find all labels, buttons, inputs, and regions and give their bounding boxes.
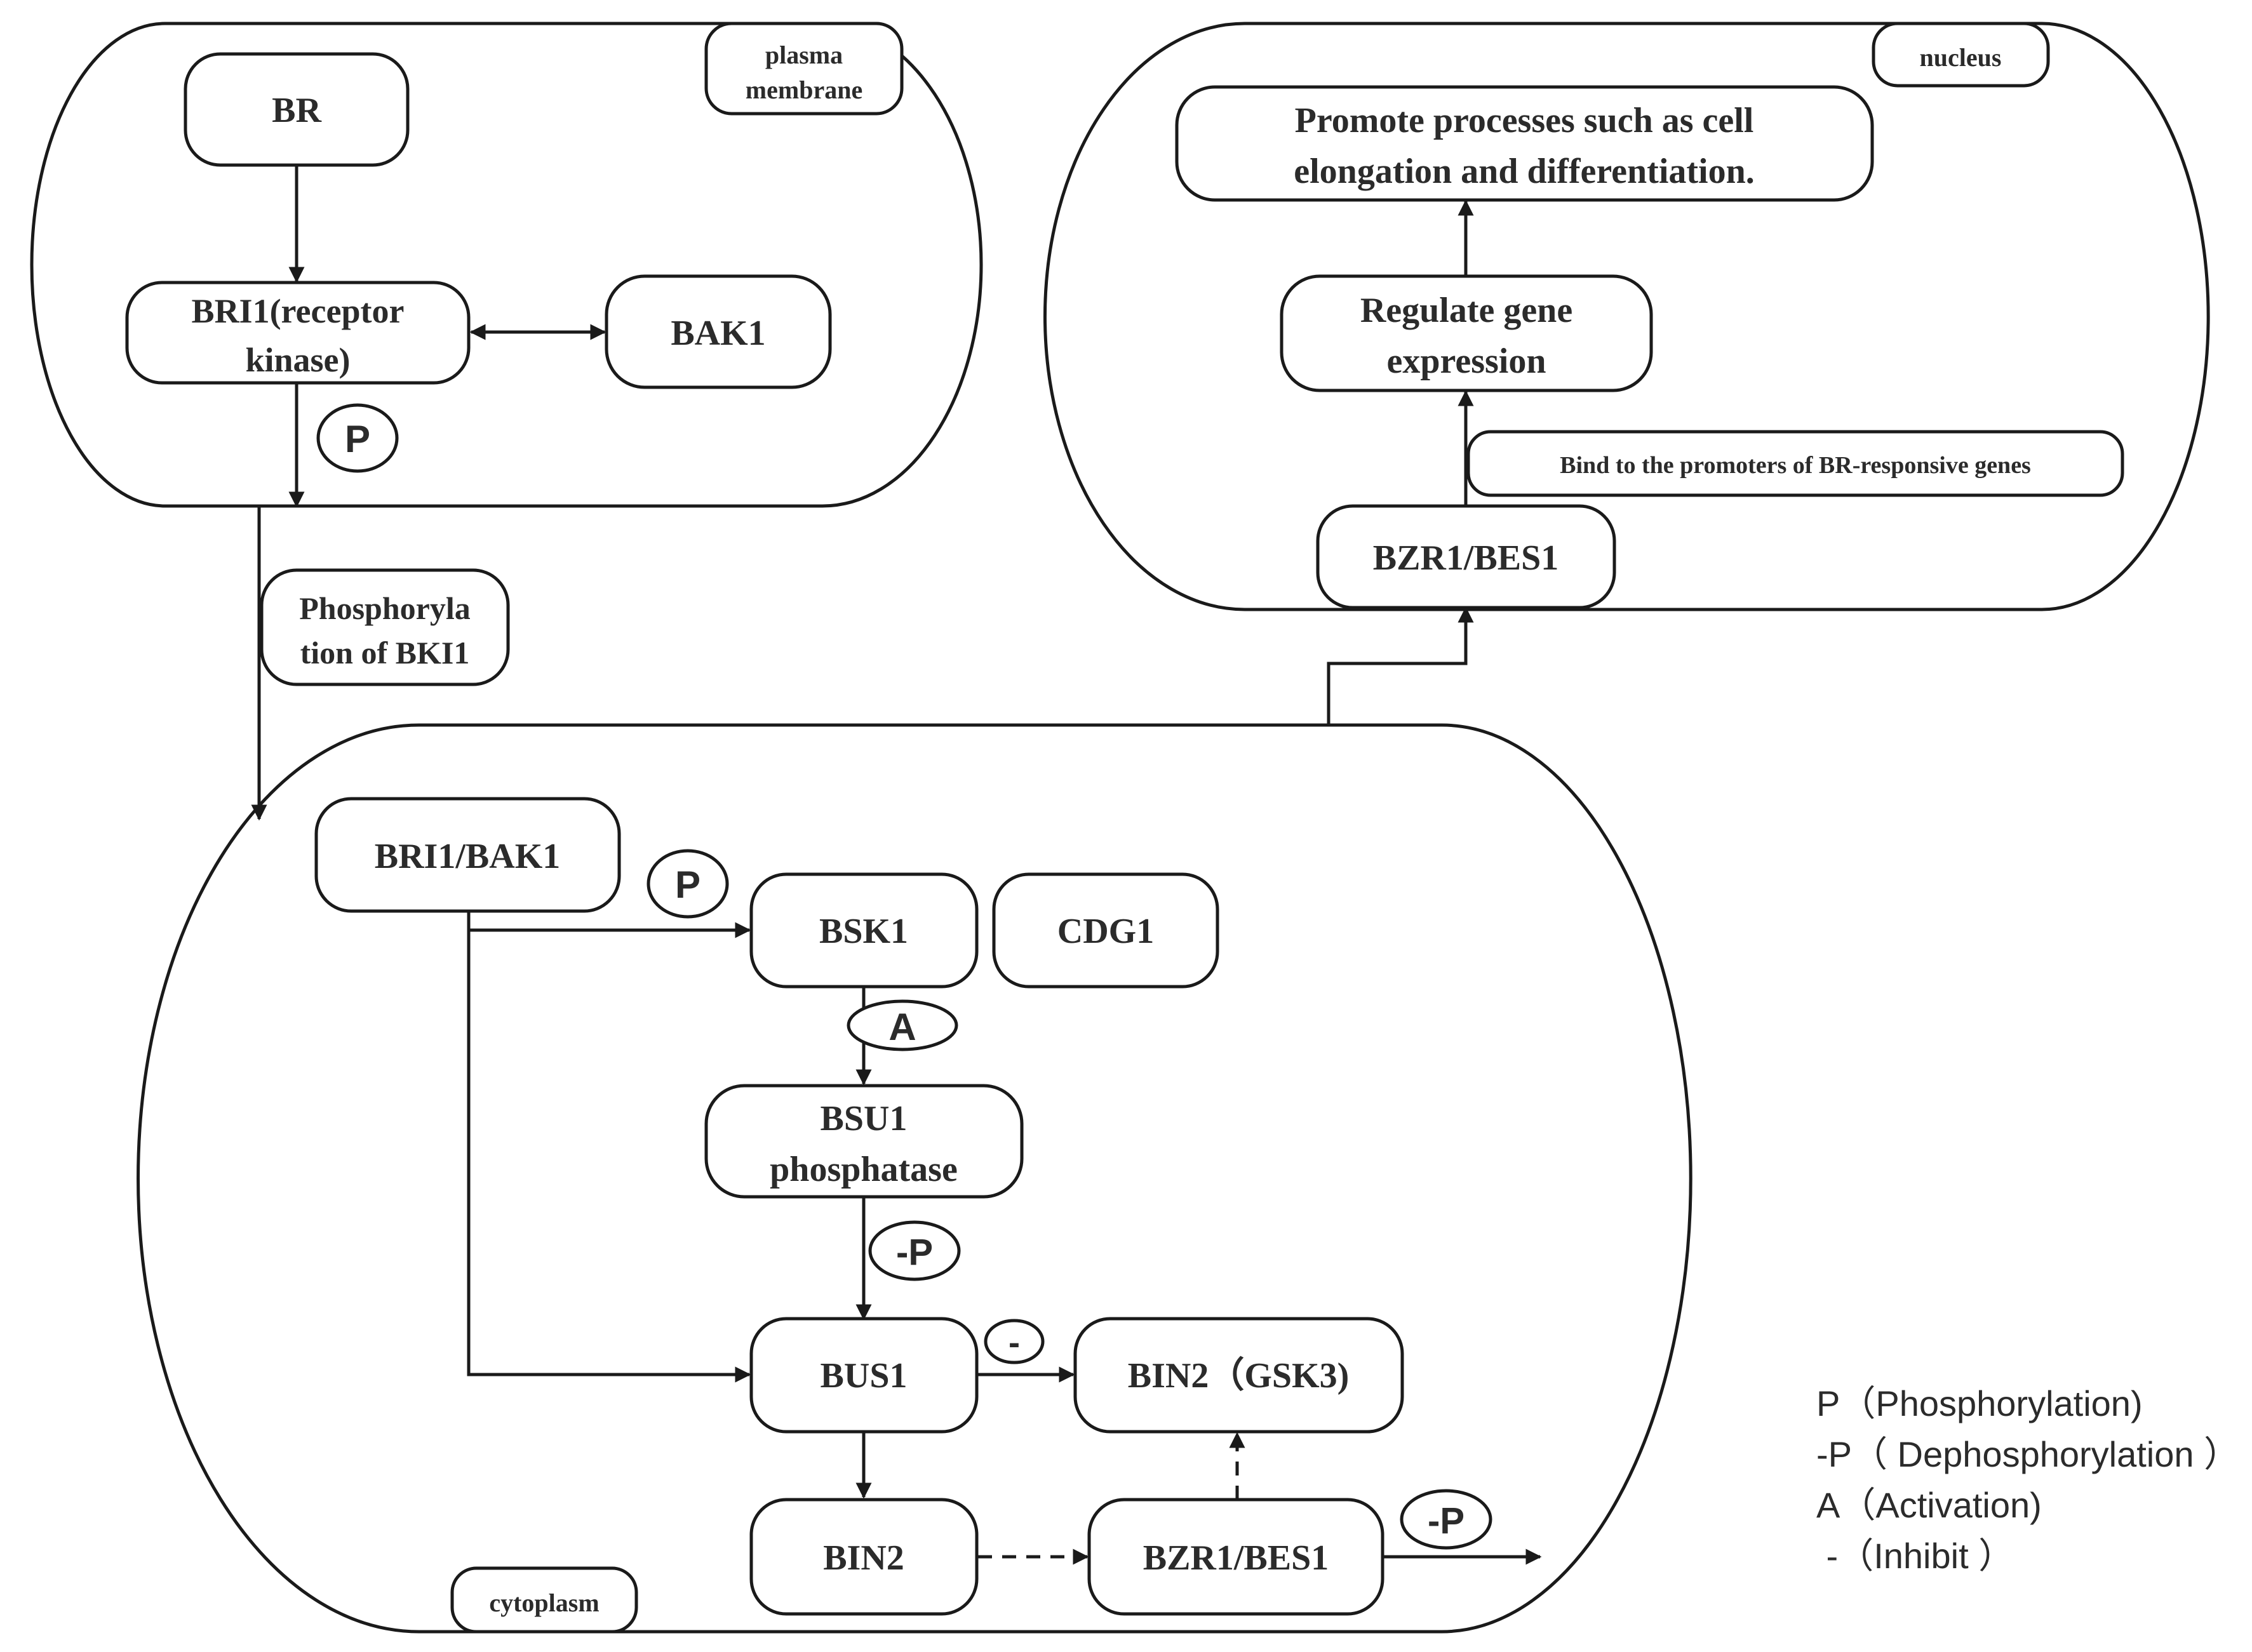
node-bri1-label-1: BRI1(receptor <box>192 292 405 330</box>
badge-p-membrane: P <box>316 403 399 473</box>
cytoplasm-label-text: cytoplasm <box>489 1589 599 1617</box>
node-bind-promoters-label: Bind to the promoters of BR-responsive g… <box>1560 452 2031 479</box>
badge-a-text: A <box>888 1006 916 1048</box>
node-cdg1: CDG1 <box>992 872 1219 989</box>
node-bsu1: BSU1 phosphatase <box>704 1084 1024 1199</box>
node-promote: Promote processes such as cell elongatio… <box>1175 85 1874 202</box>
node-regulate: Regulate gene expression <box>1280 274 1653 392</box>
node-bri1: BRI1(receptor kinase) <box>125 281 471 385</box>
badge-p-cyto-text: P <box>675 863 700 906</box>
arrow-bri1bak1-to-bus1 <box>467 930 751 1383</box>
legend-item-activation: A（Activation) <box>1816 1485 2042 1525</box>
node-bak1: BAK1 <box>605 274 832 389</box>
node-bsk1-label: BSK1 <box>819 912 908 951</box>
node-bzr1-bes1-cytoplasm: BZR1/BES1 <box>1087 1498 1384 1616</box>
cytoplasm-label: cytoplasm <box>450 1566 638 1634</box>
nucleus-compartment <box>1043 22 2210 611</box>
node-bki1-label-1: Phosphoryla <box>299 590 471 626</box>
badge-dephos-bsu1-text: -P <box>896 1232 933 1273</box>
node-bin2-gsk3-label: BIN2（GSK3) <box>1128 1356 1350 1396</box>
badge-p-cytoplasm: P <box>647 849 729 919</box>
node-bzr1-cyto-label: BZR1/BES1 <box>1143 1538 1329 1578</box>
badge-p-membrane-text: P <box>345 418 370 460</box>
node-bin2: BIN2 <box>749 1498 979 1616</box>
plasma-label-line1: plasma <box>765 41 843 69</box>
node-br-label: BR <box>272 91 321 130</box>
badge-dephos-bsu1: -P <box>868 1220 961 1281</box>
node-bri1-bak1: BRI1/BAK1 <box>314 797 621 913</box>
node-bri1-label-2: kinase) <box>245 341 350 379</box>
node-bsk1: BSK1 <box>749 872 979 989</box>
badge-dephos-bzr1-text: -P <box>1428 1500 1464 1542</box>
legend: P（Phosphorylation) -P（ Dephosphorylation… <box>1816 1383 2239 1576</box>
node-regulate-label-1: Regulate gene <box>1360 291 1572 330</box>
node-promote-label-1: Promote processes such as cell <box>1295 101 1754 140</box>
node-bzr1-bes1-nucleus: BZR1/BES1 <box>1316 504 1616 610</box>
node-bzr1-nuc-label: BZR1/BES1 <box>1373 538 1559 578</box>
node-bsu1-label-1: BSU1 <box>821 1099 908 1138</box>
cytoplasm-compartment <box>137 723 1692 1634</box>
node-promote-label-2: elongation and differentiation. <box>1294 152 1754 191</box>
node-bki1-phosphorylation: Phosphoryla tion of BKI1 <box>260 568 510 686</box>
plasma-membrane-label: plasma membrane <box>704 22 904 116</box>
legend-item-inhibit: -（Inhibit ） <box>1816 1536 2014 1576</box>
node-bki1-label-2: tion of BKI1 <box>300 635 470 670</box>
node-cdg1-label: CDG1 <box>1057 912 1154 951</box>
legend-item-dephosphorylation: -P（ Dephosphorylation ） <box>1816 1434 2239 1474</box>
node-bind-promoters: Bind to the promoters of BR-responsive g… <box>1466 430 2124 497</box>
node-regulate-label-2: expression <box>1387 342 1546 381</box>
plasma-membrane-compartment <box>30 22 983 508</box>
arrow-cytoplasm-to-nucleus <box>1327 606 1474 725</box>
node-br: BR <box>184 52 410 167</box>
legend-item-phosphorylation: P（Phosphorylation) <box>1816 1383 2143 1423</box>
node-bus1-label: BUS1 <box>821 1356 908 1396</box>
badge-inhibit-text: - <box>1009 1324 1020 1362</box>
node-bak1-label: BAK1 <box>671 314 765 353</box>
badge-inhibit: - <box>984 1319 1045 1364</box>
nucleus-label: nucleus <box>1872 22 2050 88</box>
node-bsu1-label-2: phosphatase <box>770 1150 958 1189</box>
badge-dephos-bzr1: -P <box>1400 1489 1492 1550</box>
node-bus1: BUS1 <box>749 1317 979 1434</box>
node-bri1-bak1-label: BRI1/BAK1 <box>375 837 561 876</box>
nucleus-label-text: nucleus <box>1920 43 2002 72</box>
plasma-label-line2: membrane <box>746 76 862 104</box>
node-bin2-gsk3: BIN2（GSK3) <box>1073 1317 1404 1434</box>
node-bin2-label: BIN2 <box>823 1538 904 1578</box>
badge-a-activation: A <box>847 999 958 1051</box>
